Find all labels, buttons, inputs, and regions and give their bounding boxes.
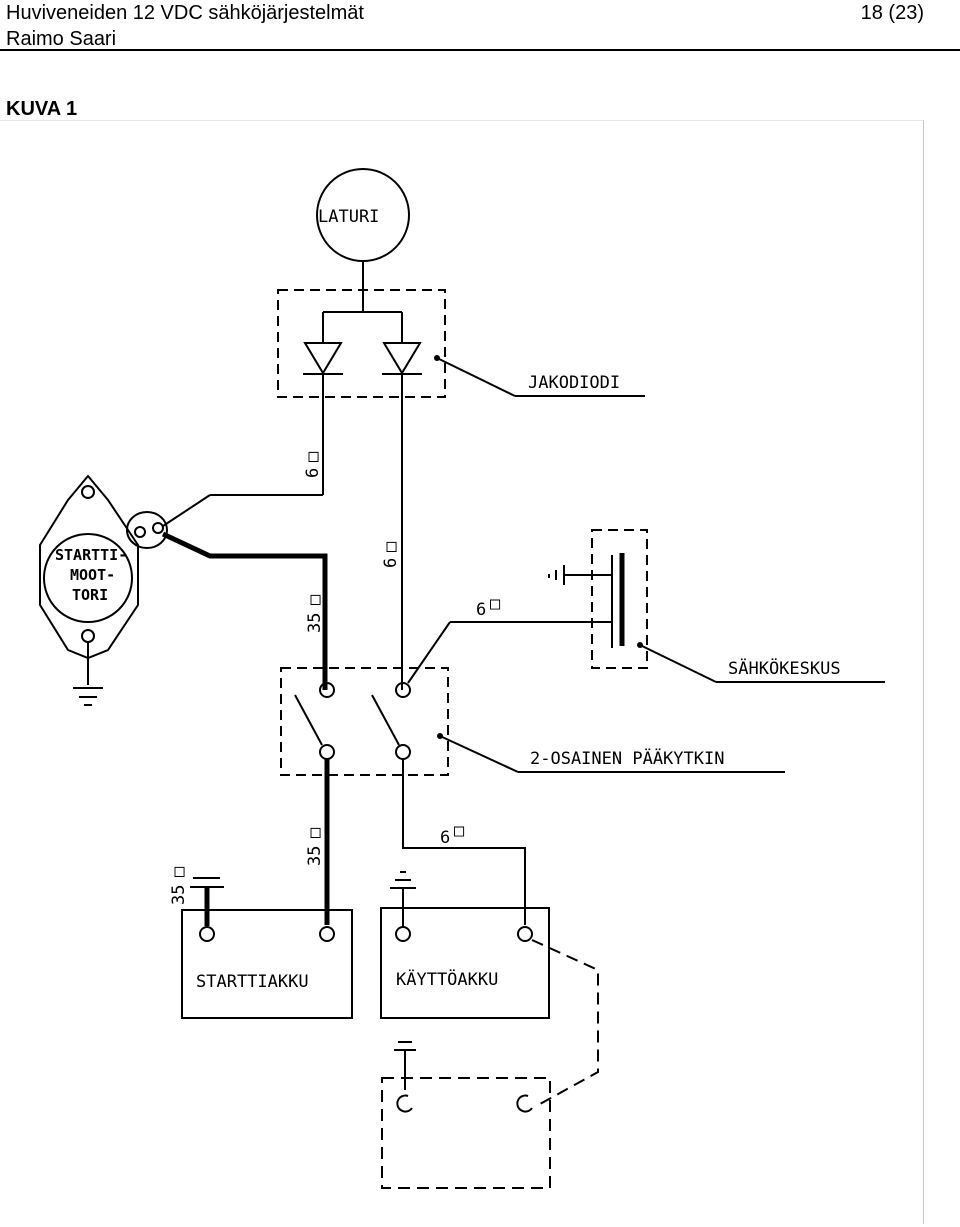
label-jakodiodi: JAKODIODI <box>528 373 620 393</box>
wire-size-35-ground: 35 <box>169 885 189 905</box>
wire-size-unit-5: □ <box>305 827 325 838</box>
document-author: Raimo Saari <box>6 28 117 50</box>
label-sahkokeskus: SÄHKÖKESKUS <box>728 657 841 679</box>
label-paakytkin: 2-OSAINEN PÄÄKYTKIN <box>530 748 724 769</box>
label-starter-2: MOOT- <box>70 566 115 584</box>
wire-size-6-service: 6 <box>440 828 450 848</box>
service-battery <box>380 907 550 1019</box>
label-laturi: LATURI <box>318 207 379 227</box>
header-divider <box>0 49 960 51</box>
document-title: Huviveneiden 12 VDC sähköjärjestelmät <box>6 2 364 24</box>
wire-size-6-left: 6 <box>303 468 323 478</box>
wire-size-35-top: 35 <box>305 613 325 633</box>
page-number: 18 (23) <box>860 2 924 24</box>
label-kayttoakku: KÄYTTÖAKKU <box>396 968 498 990</box>
wire-size-6-mid: 6 <box>381 558 401 568</box>
start-battery <box>181 909 353 1019</box>
cable-35-starter <box>161 531 328 690</box>
starter-motor <box>39 474 168 706</box>
main-switch-box <box>280 667 449 776</box>
diode-box <box>277 289 446 398</box>
wire-size-unit-4: □ <box>490 594 501 614</box>
wire-size-unit-6: □ <box>454 821 465 841</box>
label-starter-3: TORI <box>72 586 108 604</box>
figure-frame <box>0 120 924 1224</box>
diode-left <box>303 342 343 375</box>
wire-size-unit-2: □ <box>381 541 401 552</box>
wire-size-unit-7: □ <box>169 866 189 877</box>
extra-battery <box>381 1077 551 1189</box>
wire-size-35-bottom: 35 <box>305 846 325 866</box>
figure-caption: KUVA 1 <box>6 98 78 120</box>
wire-size-6-panel: 6 <box>476 600 486 620</box>
diode-right <box>382 342 422 375</box>
wire-size-unit-1: □ <box>303 451 323 462</box>
wire-size-unit-3: □ <box>305 594 325 605</box>
label-starter-1: STARTTI- <box>55 546 127 564</box>
label-starttiakku: STARTTIAKKU <box>196 972 309 992</box>
